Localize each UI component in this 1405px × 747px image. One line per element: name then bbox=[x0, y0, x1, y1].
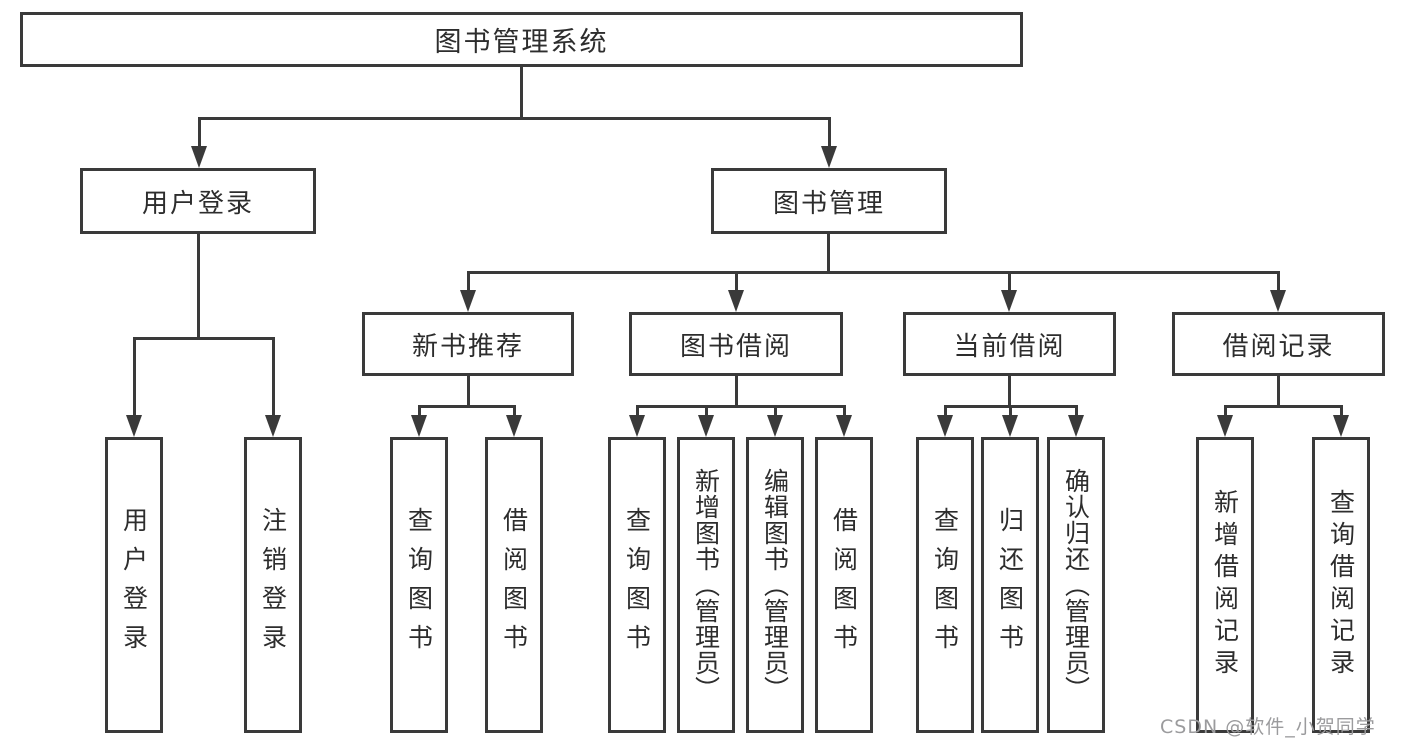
arrowhead-icon bbox=[937, 415, 953, 437]
connector-arrow-line bbox=[1277, 271, 1280, 292]
node-book-management: 图书管理 bbox=[711, 168, 947, 234]
leaf-edit-book-admin: 编辑图书（管理员） bbox=[746, 437, 804, 733]
connector-arrow-line bbox=[735, 271, 738, 292]
connector-arrow-line bbox=[705, 405, 708, 417]
leaf-borrow-books-newbook: 借阅图书 bbox=[485, 437, 543, 733]
arrowhead-icon bbox=[506, 415, 522, 437]
arrowhead-icon bbox=[460, 290, 476, 312]
leaf-borrow-books-borrow: 借阅图书 bbox=[815, 437, 873, 733]
connector-record-bar bbox=[1224, 405, 1342, 408]
connector-root-bar bbox=[198, 117, 831, 120]
arrowhead-icon bbox=[629, 415, 645, 437]
connector-arrow-line bbox=[843, 405, 846, 417]
connector-root-stem bbox=[520, 67, 523, 117]
arrowhead-icon bbox=[265, 415, 281, 437]
node-new-book-recommend: 新书推荐 bbox=[362, 312, 574, 376]
connector-borrow-bar bbox=[636, 405, 846, 408]
arrowhead-icon bbox=[1270, 290, 1286, 312]
csdn-watermark: CSDN @软件_小贺同学 bbox=[1160, 716, 1376, 738]
connector-arrow-line bbox=[272, 337, 275, 417]
node-borrow-records: 借阅记录 bbox=[1172, 312, 1385, 376]
connector-mgmt-bar bbox=[467, 271, 1280, 274]
connector-arrow-line bbox=[1340, 405, 1343, 417]
leaf-confirm-return-admin: 确认归还（管理员） bbox=[1047, 437, 1105, 733]
connector-arrow-line bbox=[133, 337, 136, 417]
connector-arrow-line bbox=[467, 271, 470, 292]
arrowhead-icon bbox=[728, 290, 744, 312]
arrowhead-icon bbox=[1217, 415, 1233, 437]
connector-arrow-line bbox=[418, 405, 421, 417]
connector-borrow-stem bbox=[735, 376, 738, 405]
arrowhead-icon bbox=[698, 415, 714, 437]
connector-newbook-bar bbox=[418, 405, 516, 408]
connector-arrow-line bbox=[1224, 405, 1227, 417]
arrowhead-icon bbox=[191, 146, 207, 168]
connector-arrow-line bbox=[1075, 405, 1078, 417]
connector-arrow-line bbox=[513, 405, 516, 417]
connector-arrow-line bbox=[944, 405, 947, 417]
leaf-user-login: 用户登录 bbox=[105, 437, 163, 733]
node-current-borrow: 当前借阅 bbox=[903, 312, 1116, 376]
leaf-query-books-newbook: 查询图书 bbox=[390, 437, 448, 733]
node-user-login: 用户登录 bbox=[80, 168, 316, 234]
leaf-add-borrow-record: 新增借阅记录 bbox=[1196, 437, 1254, 733]
arrowhead-icon bbox=[126, 415, 142, 437]
leaf-query-books-borrow: 查询图书 bbox=[608, 437, 666, 733]
connector-arrow-line bbox=[198, 117, 201, 149]
connector-arrow-line bbox=[1008, 271, 1011, 292]
arrowhead-icon bbox=[1002, 415, 1018, 437]
connector-login-bar bbox=[133, 337, 274, 340]
connector-current-stem bbox=[1008, 376, 1011, 405]
connector-newbook-stem bbox=[467, 376, 470, 405]
arrowhead-icon bbox=[1001, 290, 1017, 312]
connector-mgmt-stem bbox=[827, 234, 830, 271]
node-book-borrow: 图书借阅 bbox=[629, 312, 843, 376]
leaf-return-book: 归还图书 bbox=[981, 437, 1039, 733]
connector-arrow-line bbox=[828, 117, 831, 149]
connector-record-stem bbox=[1277, 376, 1280, 405]
connector-login-stem bbox=[197, 234, 200, 337]
arrowhead-icon bbox=[411, 415, 427, 437]
leaf-query-books-current: 查询图书 bbox=[916, 437, 974, 733]
connector-arrow-line bbox=[774, 405, 777, 417]
arrowhead-icon bbox=[1068, 415, 1084, 437]
arrowhead-icon bbox=[836, 415, 852, 437]
node-library-system: 图书管理系统 bbox=[20, 12, 1023, 67]
arrowhead-icon bbox=[821, 146, 837, 168]
arrowhead-icon bbox=[767, 415, 783, 437]
connector-arrow-line bbox=[1009, 405, 1012, 417]
leaf-logout: 注销登录 bbox=[244, 437, 302, 733]
leaf-query-borrow-record: 查询借阅记录 bbox=[1312, 437, 1370, 733]
leaf-add-book-admin: 新增图书（管理员） bbox=[677, 437, 735, 733]
connector-arrow-line bbox=[636, 405, 639, 417]
arrowhead-icon bbox=[1333, 415, 1349, 437]
